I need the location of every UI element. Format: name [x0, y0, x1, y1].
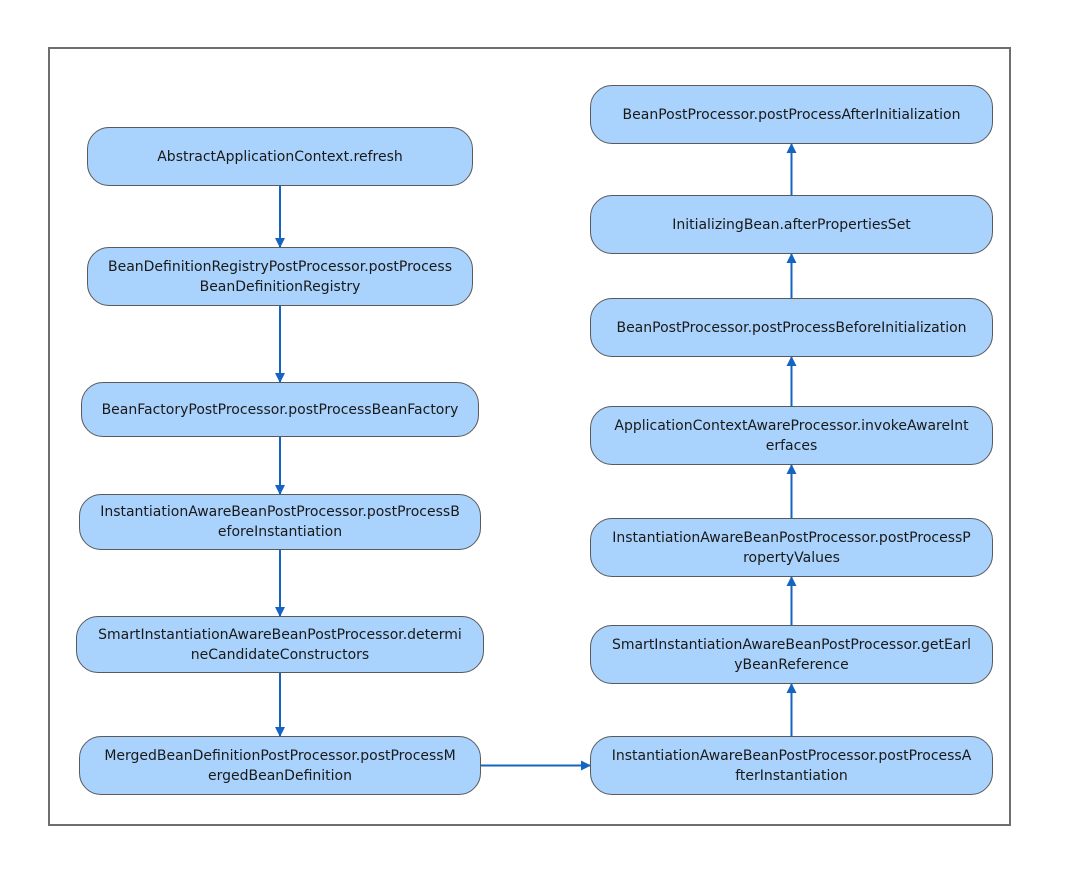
- node-bean-factory-post-processor: BeanFactoryPostProcessor.postProcessBean…: [81, 382, 479, 437]
- node-bean-post-processor-after-initialization: BeanPostProcessor.postProcessAfterInitia…: [590, 85, 993, 144]
- node-text-line: neCandidateConstructors: [190, 646, 370, 663]
- node-text-line: MergedBeanDefinitionPostProcessor.postPr…: [104, 747, 456, 764]
- node-text-line: ergedBeanDefinition: [208, 767, 352, 784]
- node-text-line: SmartInstantiationAwareBeanPostProcessor…: [98, 626, 462, 643]
- node-text-line: ropertyValues: [743, 549, 840, 566]
- node-text-line: fterInstantiation: [735, 767, 848, 784]
- node-bean-post-processor-before-initialization: BeanPostProcessor.postProcessBeforeIniti…: [590, 298, 993, 357]
- node-initializing-bean-after-properties-set: InitializingBean.afterPropertiesSet: [590, 195, 993, 254]
- node-application-context-aware-processor: ApplicationContextAwareProcessor.invokeA…: [590, 406, 993, 465]
- node-merged-bean-definition-post-processor: MergedBeanDefinitionPostProcessor.postPr…: [79, 736, 481, 795]
- node-instantiation-aware-property-values: InstantiationAwareBeanPostProcessor.post…: [590, 518, 993, 577]
- node-text-line: erfaces: [765, 437, 818, 454]
- node-text-line: ApplicationContextAwareProcessor.invokeA…: [614, 417, 969, 434]
- node-text-line: BeanDefinitionRegistry: [199, 278, 361, 295]
- node-bean-definition-registry-post-processor: BeanDefinitionRegistryPostProcessor.post…: [87, 247, 473, 306]
- node-text-line: BeanPostProcessor.postProcessBeforeIniti…: [616, 319, 967, 336]
- node-text-line: InitializingBean.afterPropertiesSet: [672, 216, 911, 233]
- node-smart-instantiation-early-bean-reference: SmartInstantiationAwareBeanPostProcessor…: [590, 625, 993, 684]
- node-instantiation-aware-before-instantiation: InstantiationAwareBeanPostProcessor.post…: [79, 494, 481, 550]
- node-smart-instantiation-determine-constructors: SmartInstantiationAwareBeanPostProcessor…: [76, 616, 484, 673]
- node-text-line: InstantiationAwareBeanPostProcessor.post…: [611, 747, 972, 764]
- node-text-line: eforeInstantiation: [217, 524, 343, 540]
- node-text-line: yBeanReference: [734, 656, 849, 673]
- node-text-line: AbstractApplicationContext.refresh: [157, 148, 403, 165]
- node-abstract-application-context-refresh: AbstractApplicationContext.refresh: [87, 127, 473, 186]
- node-instantiation-aware-after-instantiation: InstantiationAwareBeanPostProcessor.post…: [590, 736, 993, 795]
- node-text-line: InstantiationAwareBeanPostProcessor.post…: [100, 504, 460, 520]
- node-text-line: BeanFactoryPostProcessor.postProcessBean…: [101, 401, 459, 418]
- node-text-line: BeanPostProcessor.postProcessAfterInitia…: [622, 106, 961, 123]
- node-text-line: InstantiationAwareBeanPostProcessor.post…: [612, 529, 971, 546]
- node-text-line: SmartInstantiationAwareBeanPostProcessor…: [611, 636, 972, 653]
- node-text-line: BeanDefinitionRegistryPostProcessor.post…: [107, 258, 452, 275]
